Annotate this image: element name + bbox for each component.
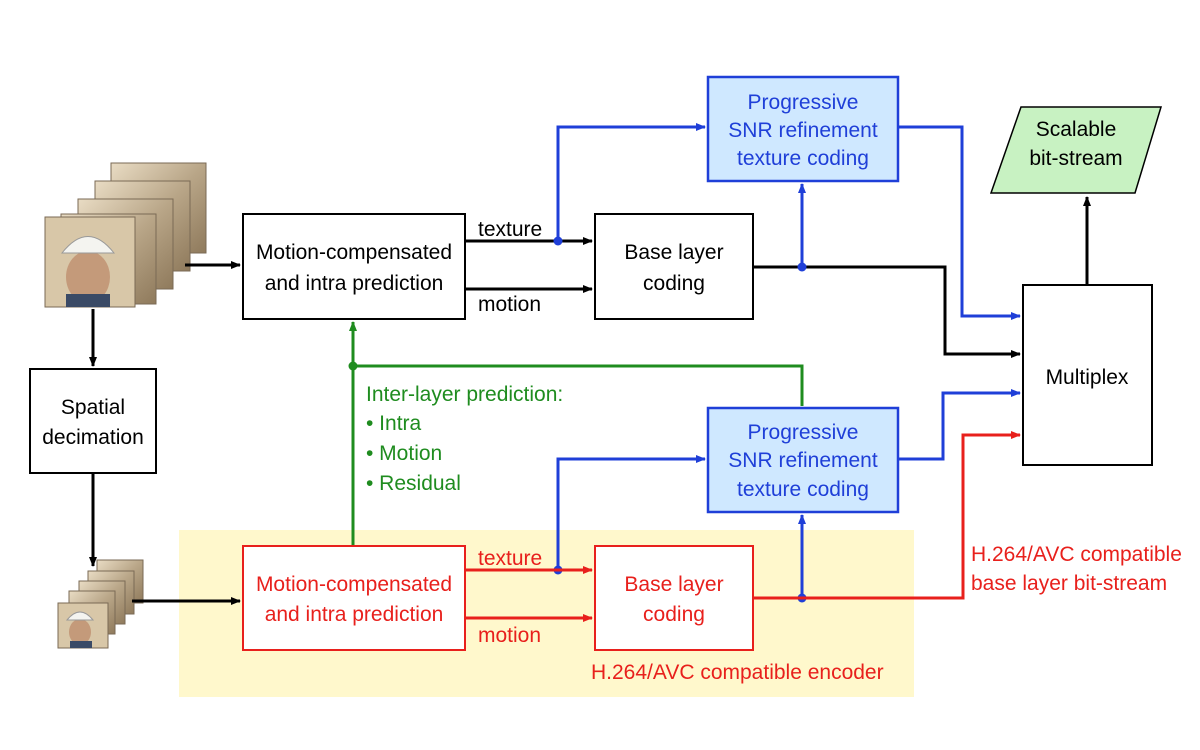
snr-refinement-bottom-box [706,406,900,514]
base-bottom-line2: coding [643,603,705,626]
snr-bottom-line2: SNR refinement [728,449,878,472]
motion-top-line2: and intra prediction [265,272,444,295]
snr-refinement-top-box [706,75,900,183]
interlayer-item-motion: • Motion [366,442,442,465]
junction-dot [348,361,358,371]
motion-top-line1: Motion-compensated [256,241,452,264]
spatial-line2: decimation [42,426,144,449]
base-bottom-to-multiplex-arrow [753,431,1021,600]
base-top-line2: coding [643,272,705,295]
base-layer-bottom-box [594,545,754,651]
multiplex-label: Multiplex [1046,366,1129,389]
scalable-line2: bit-stream [1029,147,1122,170]
texture-top-to-snr-arrow [556,123,706,241]
spatial-decimation-box [29,368,157,474]
snr-top-line3: texture coding [737,147,869,170]
compat-encoder-label: H.264/AVC compatible encoder [591,661,884,684]
motion-compensation-top-box [242,213,466,320]
junction-dot [553,236,563,246]
motion-top-label: motion [478,293,541,316]
snr-top-line2: SNR refinement [728,119,878,142]
motion-bottom-line1: Motion-compensated [256,573,452,596]
video-frames-small-icon [57,559,144,649]
interlayer-title: Inter-layer prediction: [366,383,563,406]
texture-bottom-to-snr-arrow [556,455,706,570]
motion-compensation-bottom-box [242,545,466,651]
video-frames-large-icon [44,162,207,308]
junction-dot [797,262,807,272]
snr-top-line1: Progressive [748,91,859,114]
texture-top-label: texture [478,218,542,241]
texture-bottom-label: texture [478,547,542,570]
interlayer-item-residual: • Residual [366,472,461,495]
scalable-bitstream-shape [989,106,1163,194]
multiplex-box [1022,284,1153,466]
snr-bottom-to-multiplex-arrow [898,389,1021,461]
base-top-to-multiplex-arrow [753,265,1021,358]
scalable-line1: Scalable [1036,118,1117,141]
motion-bottom-line2: and intra prediction [265,603,444,626]
base-top-line1: Base layer [624,241,723,264]
snr-top-to-multiplex-arrow [898,125,1021,320]
base-layer-top-box [594,213,754,320]
base-bottom-line1: Base layer [624,573,723,596]
snr-bottom-line1: Progressive [748,421,859,444]
compat-bitstream-line2: base layer bit-stream [971,572,1167,595]
interlayer-item-intra: • Intra [366,412,422,435]
motion-bottom-label: motion [478,624,541,647]
spatial-line1: Spatial [61,396,125,419]
compat-bitstream-line1: H.264/AVC compatible [971,543,1182,566]
interlayer-feedback-line [353,364,804,406]
snr-bottom-line3: texture coding [737,478,869,501]
